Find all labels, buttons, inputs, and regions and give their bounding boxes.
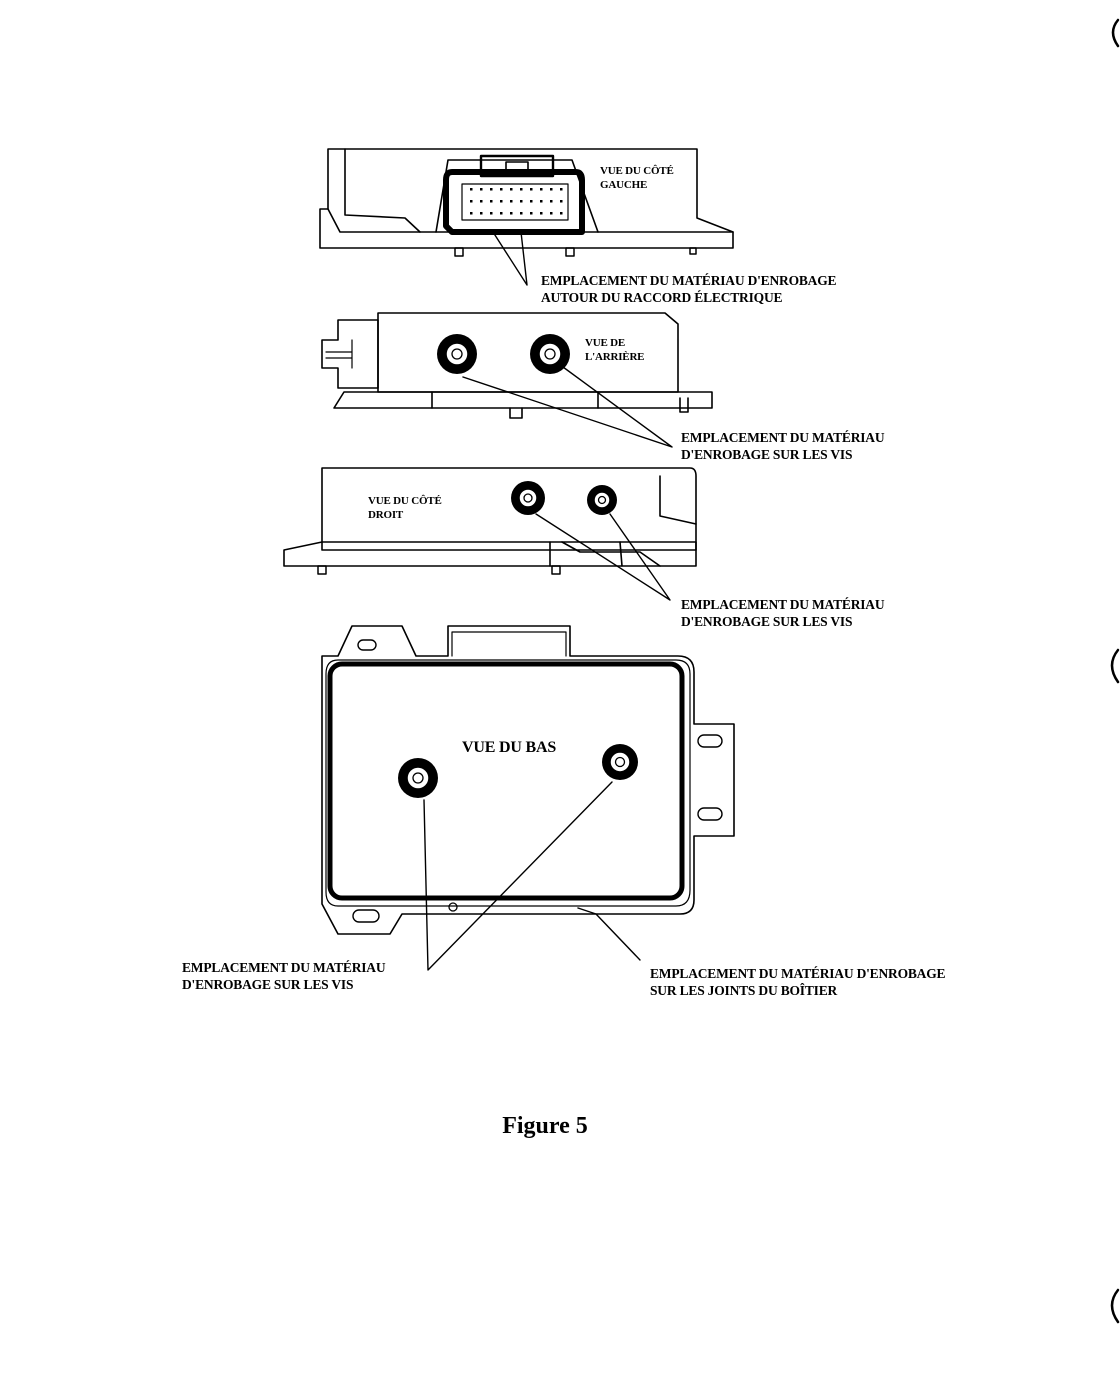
connector-pin-field <box>461 183 569 221</box>
mount-slot-right-lower <box>697 807 723 821</box>
right-screws-callout-leader <box>535 513 671 601</box>
right-side-view <box>283 467 697 601</box>
right-screws-callout-line2: D'ENROBAGE SUR LES VIS <box>681 613 853 629</box>
housing-joints-callout-leader <box>577 907 641 961</box>
rear-screws-callout-line2: D'ENROBAGE SUR LES VIS <box>681 446 853 462</box>
bottom-screws-callout-label: EMPLACEMENT DU MATÉRIAU D'ENROBAGE SUR L… <box>182 960 386 994</box>
right-side-housing-outline <box>321 467 697 551</box>
connector-callout-line2: AUTOUR DU RACCORD ÉLECTRIQUE <box>541 289 783 305</box>
rear-base-features <box>431 391 689 419</box>
bottom-view-label-line1: VUE DU BAS <box>462 739 557 756</box>
right-screw-left <box>511 481 545 515</box>
bottom-screws-callout-leader <box>423 781 613 971</box>
housing-joints-callout-line1: EMPLACEMENT DU MATÉRIAU D'ENROBAGE <box>650 966 946 981</box>
right-side-view-label-line2: DROIT <box>368 509 404 522</box>
left-side-view-label-line1: VUE DU CÔTÉ <box>600 165 674 177</box>
right-side-rear-detail <box>659 475 697 525</box>
bottom-drain-bump <box>448 902 458 912</box>
left-side-base-flange <box>327 208 734 233</box>
rear-screws-callout-leader <box>462 366 673 448</box>
left-side-view-label: VUE DU CÔTÉ GAUCHE <box>600 164 674 193</box>
bottom-housing-outline <box>321 625 735 935</box>
right-side-base-features <box>549 541 661 567</box>
bottom-top-tab-detail <box>451 631 567 657</box>
rear-connector-detail <box>325 339 353 369</box>
connector-callout-leader <box>492 231 528 286</box>
connector-callout-line1: EMPLACEMENT DU MATÉRIAU D'ENROBAGE <box>541 273 837 288</box>
rear-view <box>321 312 713 448</box>
housing-joint-seal <box>327 661 685 901</box>
housing-joints-callout-line2: SUR LES JOINTS DU BOÎTIER <box>650 982 838 998</box>
bottom-view <box>321 625 735 971</box>
bottom-screws-callout-line1: EMPLACEMENT DU MATÉRIAU <box>182 960 386 975</box>
rear-view-label-line1: VUE DE <box>585 337 626 349</box>
connector-pins <box>470 188 563 215</box>
right-side-base-flange <box>283 541 697 567</box>
right-side-feet <box>317 565 561 575</box>
bottom-screw-left <box>398 758 438 798</box>
housing-joints-callout-label: EMPLACEMENT DU MATÉRIAU D'ENROBAGE SUR L… <box>650 966 946 1000</box>
left-side-view-label-line2: GAUCHE <box>600 179 648 192</box>
right-screws-callout-label: EMPLACEMENT DU MATÉRIAU D'ENROBAGE SUR L… <box>681 597 885 631</box>
right-screw-right <box>587 485 617 515</box>
scan-edge-marks <box>1110 18 1120 1324</box>
rear-view-label-line2: L'ARRIÈRE <box>585 351 645 364</box>
left-side-body-step <box>344 148 421 233</box>
bottom-view-label: VUE DU BAS <box>462 738 556 758</box>
bottom-inner-wall <box>325 659 691 907</box>
left-side-feet <box>454 247 697 257</box>
bottom-screw-right <box>602 744 638 780</box>
right-side-view-label: VUE DU CÔTÉ DROIT <box>368 494 442 523</box>
figure-caption: Figure 5 <box>502 1113 588 1139</box>
rear-screws-callout-line1: EMPLACEMENT DU MATÉRIAU <box>681 430 885 445</box>
rear-screw-left <box>437 334 477 374</box>
right-side-view-label-line1: VUE DU CÔTÉ <box>368 495 442 507</box>
bottom-screws-callout-line2: D'ENROBAGE SUR LES VIS <box>182 976 354 992</box>
mount-slot-top-left <box>357 639 377 651</box>
left-side-view <box>319 148 734 286</box>
mount-slot-bottom-left <box>352 909 380 923</box>
connector-callout-label: EMPLACEMENT DU MATÉRIAU D'ENROBAGE AUTOU… <box>541 273 837 307</box>
electrical-connector-body <box>443 169 585 235</box>
rear-screw-right <box>530 334 570 374</box>
right-screws-callout-line1: EMPLACEMENT DU MATÉRIAU <box>681 597 885 612</box>
rear-left-connector <box>321 319 379 389</box>
mount-slot-right-upper <box>697 734 723 748</box>
rear-view-label: VUE DE L'ARRIÈRE <box>585 336 645 365</box>
rear-screws-callout-label: EMPLACEMENT DU MATÉRIAU D'ENROBAGE SUR L… <box>681 430 885 464</box>
left-side-housing-outline <box>319 148 734 249</box>
rear-base-flange <box>333 391 713 409</box>
